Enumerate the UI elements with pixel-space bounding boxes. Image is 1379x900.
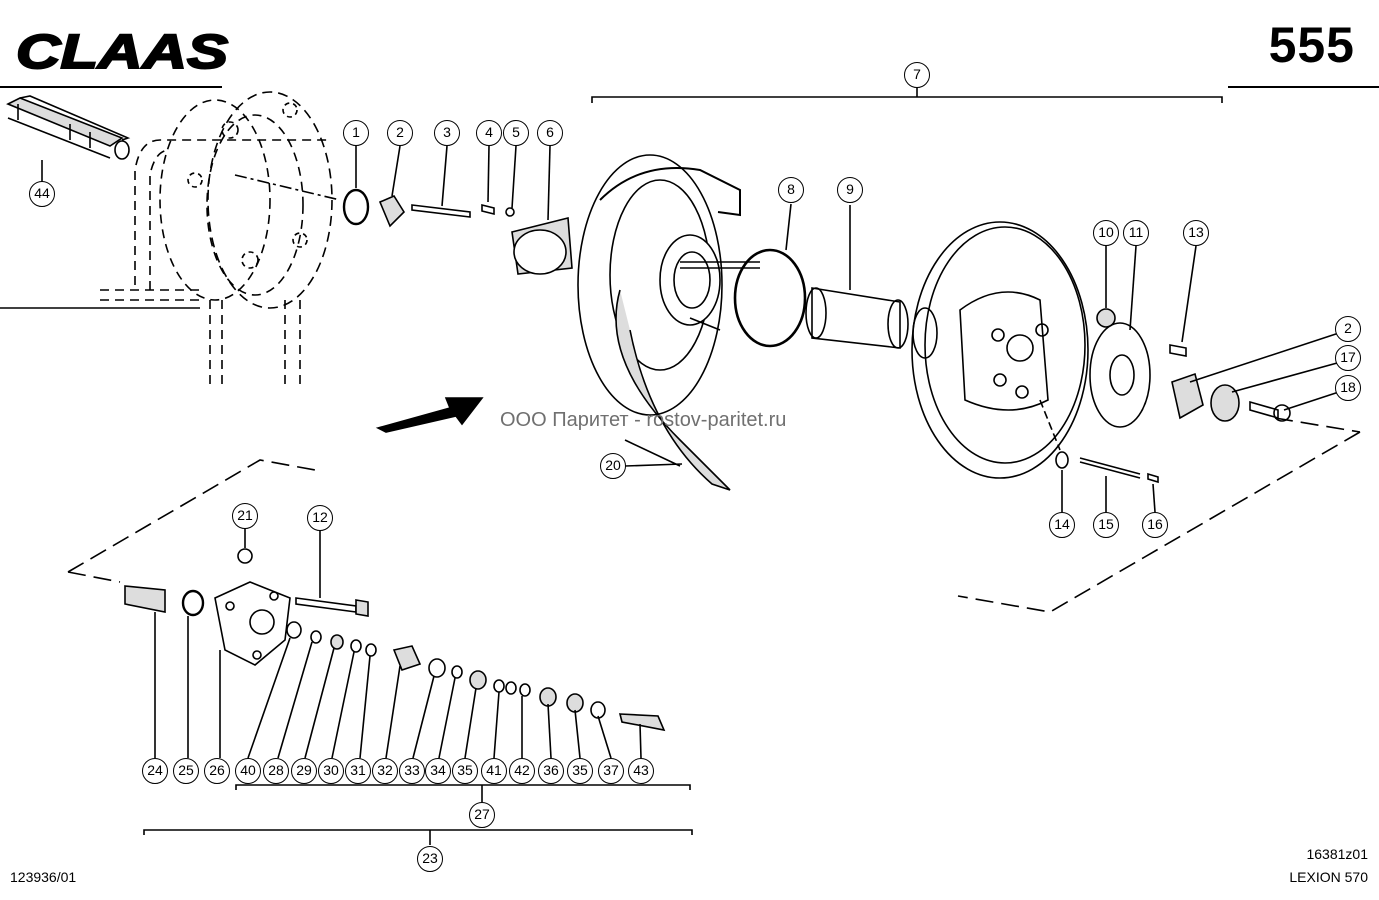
- document-reference: 123936/01: [10, 869, 77, 885]
- callout-5: 5: [503, 120, 529, 146]
- callout-23: 23: [417, 846, 443, 872]
- callout-7: 7: [904, 62, 930, 88]
- callout-18: 18: [1335, 375, 1361, 401]
- lower-hub-assembly: [124, 528, 666, 759]
- callout-21: 21: [232, 503, 258, 529]
- callout-28: 28: [263, 758, 289, 784]
- callout-13: 13: [1183, 220, 1209, 246]
- callout-32: 32: [372, 758, 398, 784]
- callout-3: 3: [434, 120, 460, 146]
- callout-42: 42: [509, 758, 535, 784]
- callout-44: 44: [29, 181, 55, 207]
- callout-17: 17: [1335, 345, 1361, 371]
- callout-20: 20: [600, 453, 626, 479]
- main-pulley: [577, 154, 760, 491]
- svg-text:CLAAS: CLAAS: [16, 26, 228, 74]
- callout-9: 9: [837, 177, 863, 203]
- bracket-23: [143, 829, 693, 835]
- callout-35-second: 35: [567, 758, 593, 784]
- callout-12: 12: [307, 505, 333, 531]
- callout-30: 30: [318, 758, 344, 784]
- pressure-disc: [911, 221, 1089, 479]
- claas-logo: CLAAS: [15, 26, 229, 74]
- callout-8: 8: [778, 177, 804, 203]
- callout-25: 25: [173, 758, 199, 784]
- callout-1: 1: [343, 120, 369, 146]
- callout-15: 15: [1093, 512, 1119, 538]
- callout-2-right: 2: [1335, 316, 1361, 342]
- callout-24: 24: [142, 758, 168, 784]
- header-rule-left: [0, 86, 222, 88]
- callout-35: 35: [452, 758, 478, 784]
- right-small-parts: [1039, 245, 1349, 513]
- sheet-number: 555: [1268, 17, 1355, 73]
- callout-10: 10: [1093, 220, 1119, 246]
- callout-31: 31: [345, 758, 371, 784]
- callout-43: 43: [628, 758, 654, 784]
- dashed-frame-right: [957, 431, 1361, 613]
- callout-2: 2: [387, 120, 413, 146]
- callout-14: 14: [1049, 512, 1075, 538]
- callout-6: 6: [537, 120, 563, 146]
- callout-34: 34: [425, 758, 451, 784]
- dashed-frame-left: [67, 459, 316, 573]
- leader-20: [624, 463, 683, 467]
- callout-26: 26: [204, 758, 230, 784]
- callout-41: 41: [481, 758, 507, 784]
- model-name: LEXION 570: [1289, 869, 1368, 885]
- drawing-id: 16381z01: [1306, 846, 1368, 862]
- callout-4: 4: [476, 120, 502, 146]
- shaft-small-parts: [342, 145, 573, 275]
- callout-37: 37: [598, 758, 624, 784]
- callout-40: 40: [235, 758, 261, 784]
- direction-arrow: [375, 397, 484, 433]
- watermark: ООО Паритет - rostov-paritet.ru: [500, 409, 787, 431]
- callout-36: 36: [538, 758, 564, 784]
- callout-29: 29: [291, 758, 317, 784]
- callout-33: 33: [399, 758, 425, 784]
- sleeve-9: [805, 205, 909, 349]
- callout-11: 11: [1123, 220, 1149, 246]
- bracket-7: [591, 96, 1223, 103]
- snap-ring-8: [733, 248, 807, 348]
- bracket-27: [235, 784, 691, 790]
- drive-shaft-assembly: [0, 91, 341, 390]
- callout-27: 27: [469, 802, 495, 828]
- header-rule-right: [1228, 86, 1379, 88]
- callout-16: 16: [1142, 512, 1168, 538]
